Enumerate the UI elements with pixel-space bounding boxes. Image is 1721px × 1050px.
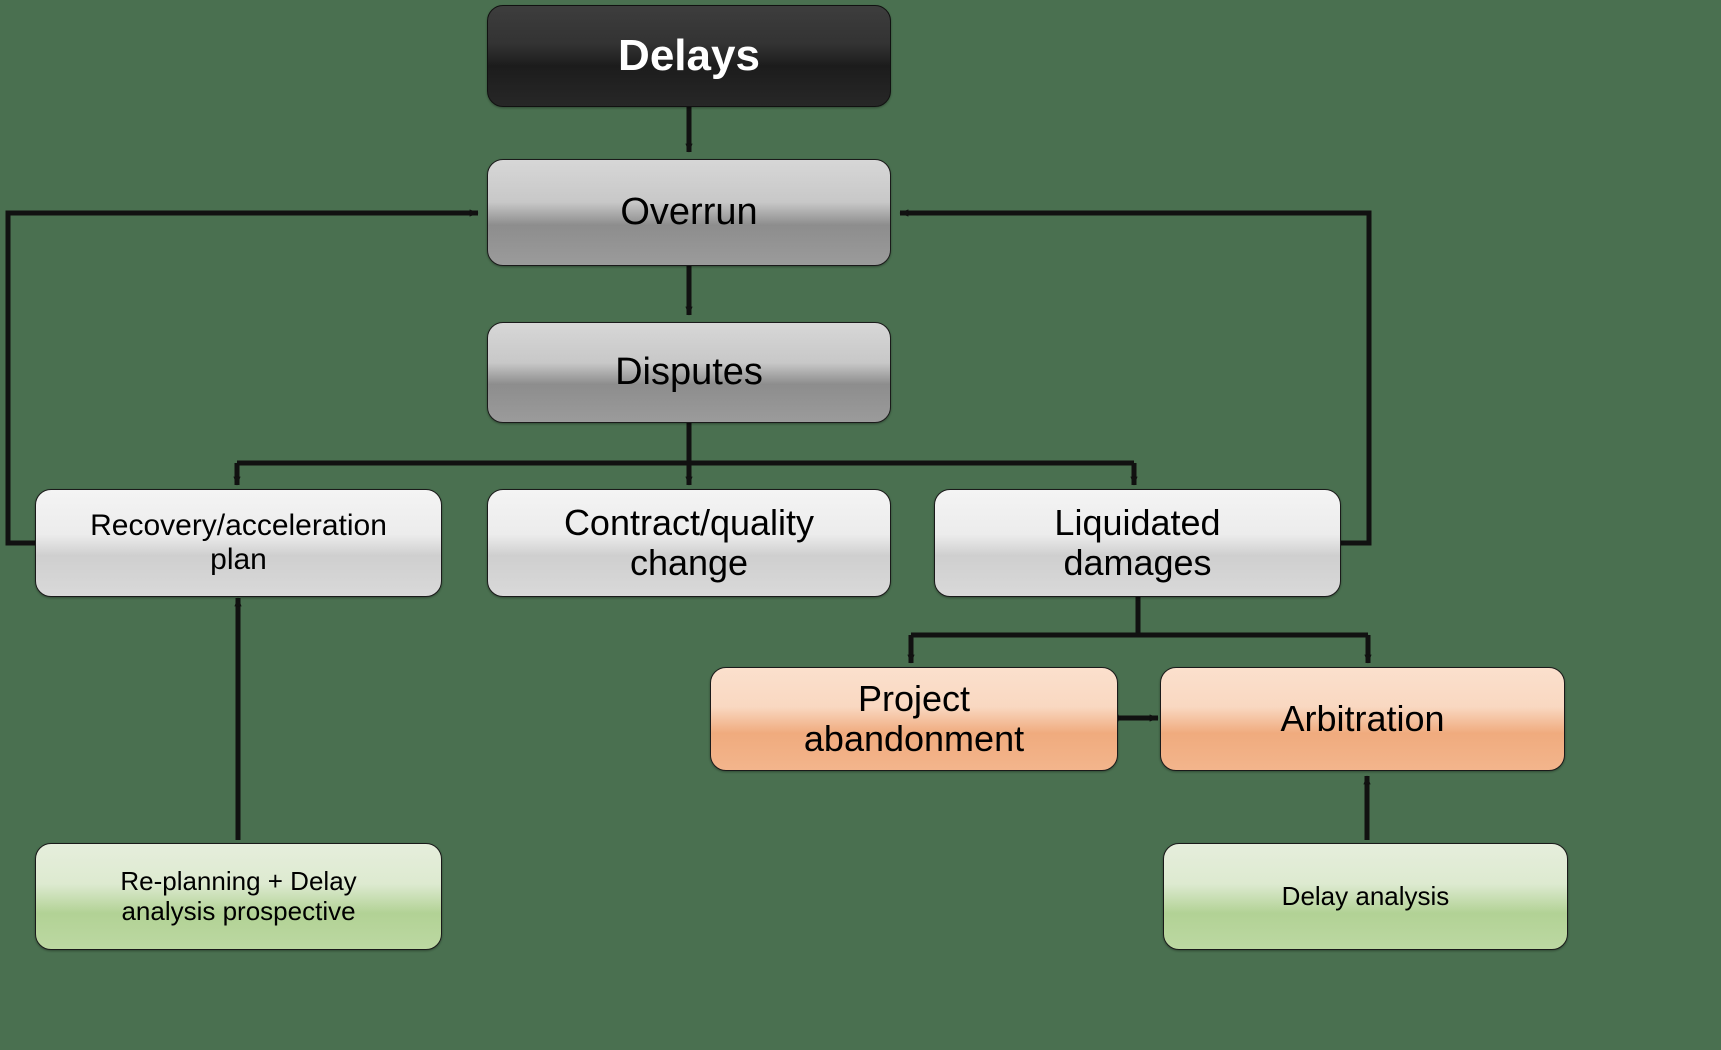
- node-recovery-acceleration-plan[interactable]: Recovery/acceleration plan: [35, 489, 442, 597]
- node-recovery-label: Recovery/acceleration plan: [90, 509, 387, 576]
- node-project-abandonment[interactable]: Project abandonment: [710, 667, 1118, 771]
- node-contract-label: Contract/quality change: [563, 501, 815, 583]
- node-overrun-label: Overrun: [620, 191, 758, 234]
- node-liquidated-label: Liquidated damages: [1054, 501, 1221, 583]
- node-delay-analysis-label: Delay analysis: [1281, 880, 1450, 911]
- node-disputes[interactable]: Disputes: [487, 322, 891, 423]
- node-replanning-label: Re-planning + Delay analysis prospective: [120, 866, 357, 926]
- node-arbitration-label: Arbitration: [1280, 697, 1445, 739]
- node-delay-analysis[interactable]: Delay analysis: [1163, 843, 1568, 950]
- node-arbitration[interactable]: Arbitration: [1160, 667, 1565, 771]
- node-abandonment-label: Project abandonment: [803, 677, 1025, 759]
- node-overrun[interactable]: Overrun: [487, 159, 891, 266]
- node-delays[interactable]: Delays: [487, 5, 891, 107]
- node-contract-quality-change[interactable]: Contract/quality change: [487, 489, 891, 597]
- node-replanning-delay-analysis-prospective[interactable]: Re-planning + Delay analysis prospective: [35, 843, 442, 950]
- node-delays-label: Delays: [618, 31, 760, 81]
- node-liquidated-damages[interactable]: Liquidated damages: [934, 489, 1341, 597]
- node-disputes-label: Disputes: [615, 351, 763, 394]
